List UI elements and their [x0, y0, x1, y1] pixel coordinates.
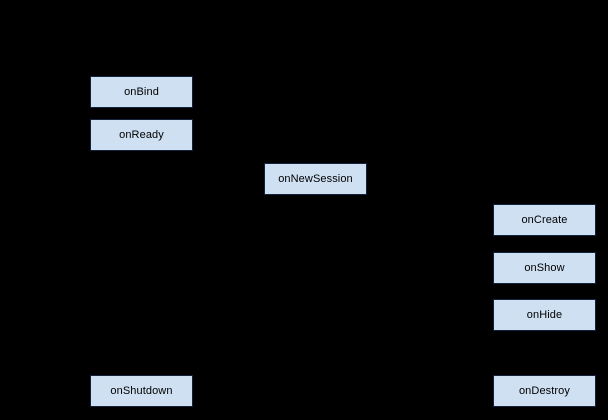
- node-label: onDestroy: [518, 384, 571, 397]
- connector-onShow-to-onHide: [544, 284, 545, 299]
- connector-onReady-to-onNewSession: [141, 151, 142, 179]
- connector-onCreate-to-onShow: [544, 236, 545, 252]
- node-onshutdown[interactable]: onShutdown: [90, 375, 193, 407]
- node-label: onShow: [524, 261, 565, 274]
- connector-onReady-to-onNewSession: [141, 179, 264, 180]
- connector-onDestroy-to-onShutdown: [141, 407, 142, 413]
- node-onshow[interactable]: onShow: [493, 252, 596, 284]
- node-onbind[interactable]: onBind: [90, 76, 193, 108]
- node-label: onNewSession: [278, 172, 353, 185]
- node-onready[interactable]: onReady: [90, 119, 193, 151]
- connector-onDestroy-to-onShutdown: [544, 407, 545, 413]
- node-label: onShutdown: [110, 384, 173, 397]
- node-label: onCreate: [521, 213, 568, 226]
- connector-onBind-to-onReady: [141, 108, 142, 119]
- node-label: onBind: [124, 85, 159, 98]
- node-onnewsession[interactable]: onNewSession: [264, 163, 367, 195]
- connector-onDestroy-to-onShutdown: [141, 413, 545, 414]
- node-ondestroy[interactable]: onDestroy: [493, 375, 596, 407]
- node-label: onHide: [526, 308, 563, 321]
- node-oncreate[interactable]: onCreate: [493, 204, 596, 236]
- node-label: onReady: [119, 128, 164, 141]
- node-onhide[interactable]: onHide: [493, 299, 596, 331]
- connector-onHide-to-onDestroy: [544, 331, 545, 375]
- connector-onNewSession-to-onCreate: [367, 179, 493, 180]
